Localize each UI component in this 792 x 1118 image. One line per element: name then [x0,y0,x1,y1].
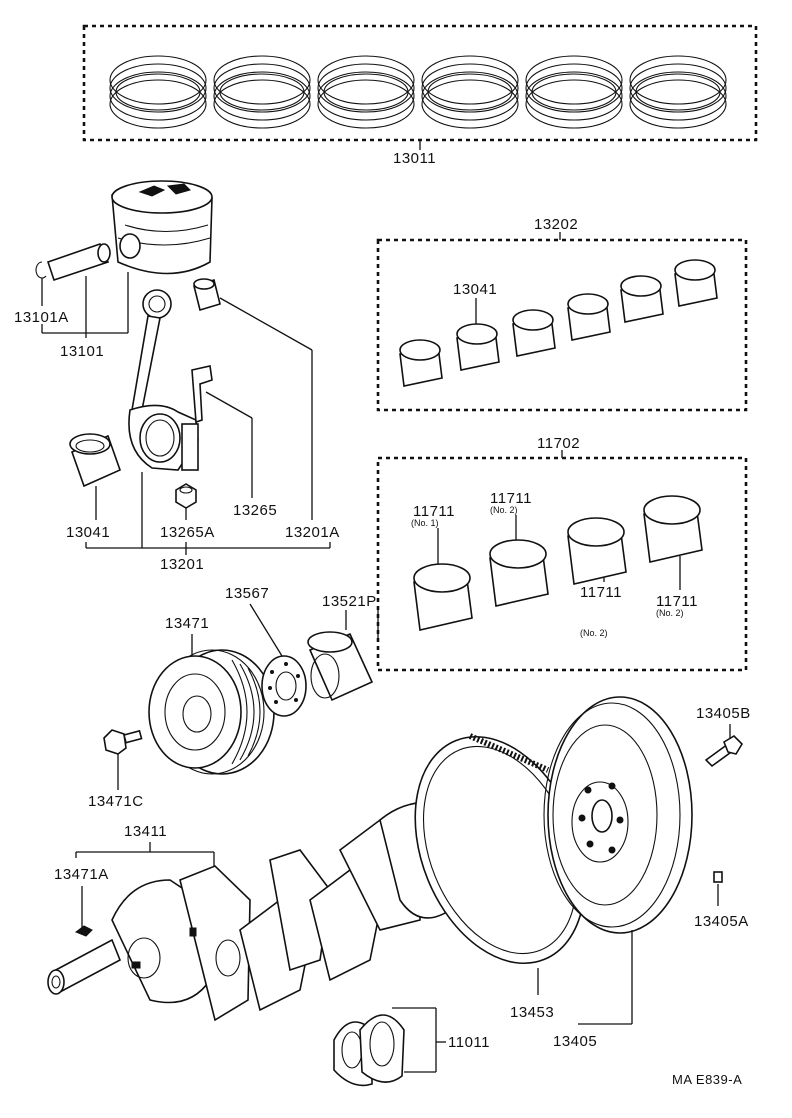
label-13471A: 13471A [54,866,109,883]
label-13011: 13011 [393,150,436,167]
label-11711-no2-a: 11711 [490,490,532,507]
label-13411: 13411 [124,823,167,840]
label-13521P: 13521P [322,593,377,610]
rod-bearing-set: 13202 13041 [376,216,748,412]
label-11711-no2-b: 11711 [580,584,622,601]
thrust-washers: 11011 [333,1007,490,1087]
label-11711-no1: 11711 [413,503,455,520]
piston-ring-set: 13011 [82,24,758,167]
label-13041-left: 13041 [66,524,110,541]
label-11711-no2-c: 11711 [656,593,698,610]
piston-assembly: 13101A 13101 [14,180,213,360]
label-13202: 13202 [534,216,578,233]
label-13567: 13567 [225,585,269,602]
label-13265: 13265 [233,502,277,519]
label-13101A: 13101A [14,309,69,326]
flywheel-group: 13453 13405 13405B 13405A [414,696,751,1050]
diagram-code: MA E839-A [672,1072,742,1087]
label-13041-top: 13041 [453,281,497,298]
sublabel-no2-b: (No. 2) [580,628,608,638]
label-13201: 13201 [160,556,204,573]
main-bearing-set: 11702 11711 (No. 1) 11711 (No. 2) 11711 … [376,435,748,672]
label-13265A: 13265A [160,524,215,541]
label-13471C: 13471C [88,793,144,810]
sublabel-no1: (No. 1) [411,518,439,528]
label-13471: 13471 [165,615,209,632]
label-11011: 11011 [448,1034,490,1051]
sublabel-no2-c: (No. 2) [656,608,684,618]
label-13405: 13405 [553,1033,597,1050]
crank-pulley-group: 13567 13521P 13471 13471C [88,585,379,810]
label-13453: 13453 [510,1004,554,1021]
sublabel-no2-a: (No. 2) [490,505,518,515]
connecting-rod: 13201A 13265 13265A 13041 13201 [66,278,340,573]
label-11702: 11702 [537,435,580,452]
label-13101: 13101 [60,343,104,360]
label-13201A: 13201A [285,524,340,541]
label-13405A: 13405A [694,913,749,930]
label-13405B: 13405B [696,705,751,722]
